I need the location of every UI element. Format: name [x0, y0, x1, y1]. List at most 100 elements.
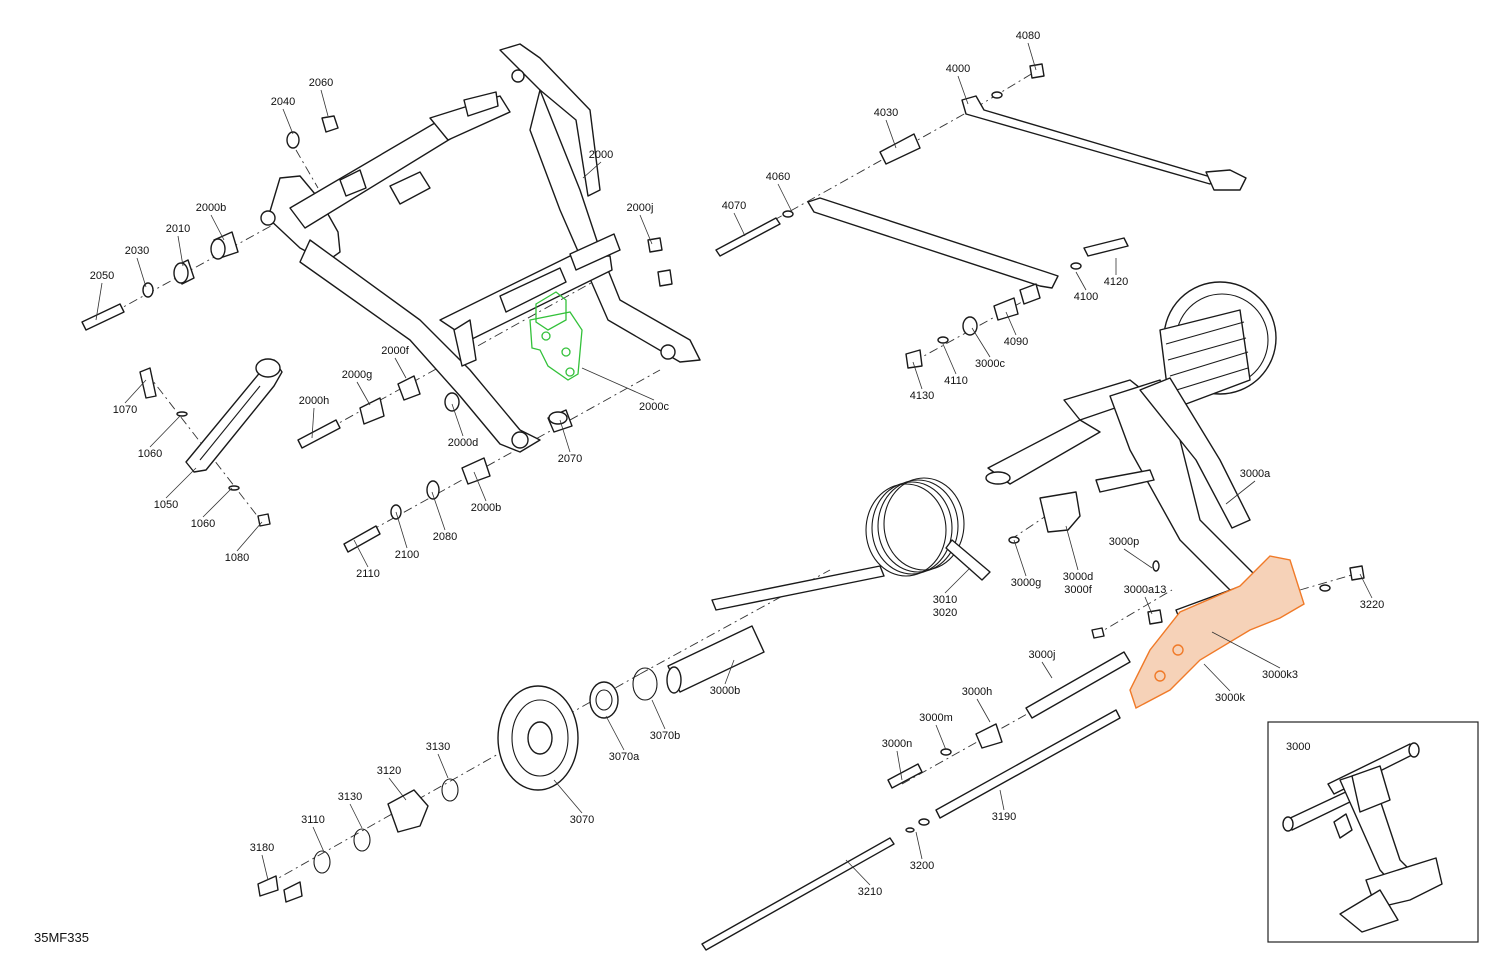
leader-3110 — [312, 826, 325, 853]
callout-3000k3: 3000k3 — [1262, 669, 1298, 681]
callout-4110: 4110 — [944, 375, 968, 387]
leader-4030 — [885, 119, 897, 149]
inset-assembly-3000 — [1282, 742, 1443, 933]
diagram-code: 35MF335 — [34, 930, 89, 945]
torsion-spring-3010 — [711, 477, 991, 611]
callout-4130: 4130 — [910, 390, 934, 402]
callout-4080: 4080 — [1016, 30, 1040, 42]
inset-label: 3000 — [1286, 741, 1310, 753]
callout-3010: 3010 — [933, 594, 957, 606]
callout-2000b: 2000b — [196, 202, 227, 214]
leader-3220 — [1359, 573, 1373, 599]
leader-3000g — [1013, 539, 1027, 577]
leader-4060 — [777, 183, 793, 213]
callout-3000b: 3000b — [710, 685, 741, 697]
leader-4080 — [1027, 42, 1037, 71]
leader-4110 — [942, 343, 957, 375]
callout-4070: 4070 — [722, 200, 746, 212]
callout-3000f: 3000f — [1064, 584, 1092, 596]
leader-4100 — [1075, 271, 1087, 291]
leader-4090 — [1005, 311, 1017, 336]
leader-3000k — [1203, 663, 1231, 692]
leader-3070a — [605, 715, 625, 751]
callout-2100: 2100 — [395, 549, 419, 561]
callout-3070b: 3070b — [650, 730, 681, 742]
callout-2110: 2110 — [356, 568, 380, 580]
leader-2040 — [282, 108, 294, 135]
leader-2000f — [394, 357, 407, 379]
callout-3220: 3220 — [1360, 599, 1384, 611]
callout-2000j: 2000j — [627, 202, 654, 214]
callout-1080: 1080 — [225, 552, 249, 564]
leader-2000 — [582, 161, 602, 179]
leader-3190 — [999, 789, 1005, 811]
leader-4070 — [733, 212, 746, 237]
leader-1080 — [236, 521, 263, 552]
callout-3000a: 3000a — [1240, 468, 1271, 480]
leader-2000g — [356, 381, 371, 406]
leader-3000d — [1065, 525, 1079, 571]
callout-2030: 2030 — [125, 245, 149, 257]
leader-2000d — [451, 403, 464, 437]
leader-2000h — [311, 407, 315, 439]
leader-2000j — [639, 214, 653, 245]
callout-2000h: 2000h — [299, 395, 330, 407]
callout-3210: 3210 — [858, 886, 882, 898]
leader-2000c — [581, 367, 655, 401]
callout-2070: 2070 — [558, 453, 582, 465]
callout-3070a: 3070a — [609, 751, 640, 763]
callout-4000: 4000 — [946, 63, 970, 75]
leader-3000j — [1041, 661, 1053, 679]
callout-3000g: 3000g — [1011, 577, 1042, 589]
leader-3000p — [1123, 548, 1153, 569]
callout-2080: 2080 — [433, 531, 457, 543]
callout-3000d: 3000d — [1063, 571, 1094, 583]
leader-1060 — [202, 487, 233, 518]
leader-3130 — [349, 803, 363, 829]
callout-2000b: 2000b — [471, 502, 502, 514]
leader-2000b — [473, 471, 487, 502]
leader-3000m — [935, 724, 947, 751]
leader-3000h — [976, 698, 991, 723]
callout-labels: 408040004030406040704120410040903000c411… — [90, 30, 1384, 898]
callout-2010: 2010 — [166, 223, 190, 235]
callout-3000j: 3000j — [1029, 649, 1056, 661]
callout-4100: 4100 — [1074, 291, 1098, 303]
callout-3120: 3120 — [377, 765, 401, 777]
leader-2000b — [210, 214, 225, 241]
callout-3200: 3200 — [910, 860, 934, 872]
leader-2110 — [353, 539, 369, 568]
assembly-axis-lines — [95, 69, 1363, 885]
leader-2060 — [320, 89, 329, 117]
leader-3000n — [896, 750, 903, 781]
leader-2070 — [559, 419, 571, 453]
callout-3070: 3070 — [570, 814, 594, 826]
callout-3000m: 3000m — [919, 712, 953, 724]
callout-2000: 2000 — [589, 149, 613, 161]
leader-3130 — [437, 753, 449, 779]
callout-2000f: 2000f — [381, 345, 409, 357]
leader-1050 — [165, 467, 197, 499]
callout-3000n: 3000n — [882, 738, 913, 750]
leader-1070 — [124, 379, 147, 404]
callout-4030: 4030 — [874, 107, 898, 119]
leader-4130 — [912, 361, 923, 390]
leader-3070b — [651, 699, 666, 730]
callout-2000c: 2000c — [639, 401, 669, 413]
callout-3000h: 3000h — [962, 686, 993, 698]
leader-3010 — [944, 567, 971, 594]
callout-2000d: 2000d — [448, 437, 479, 449]
leader-3000k3 — [1211, 631, 1281, 669]
callout-3190: 3190 — [992, 811, 1016, 823]
callout-3020: 3020 — [933, 607, 957, 619]
callout-1070: 1070 — [113, 404, 137, 416]
leader-2100 — [395, 511, 408, 549]
leader-2030 — [136, 257, 147, 288]
lower-hardware — [666, 491, 1365, 951]
leader-2050 — [95, 282, 103, 321]
callout-2040: 2040 — [271, 96, 295, 108]
leader-3000a13 — [1144, 596, 1153, 615]
leader-3070 — [553, 779, 583, 814]
leader-3000c — [971, 327, 991, 358]
